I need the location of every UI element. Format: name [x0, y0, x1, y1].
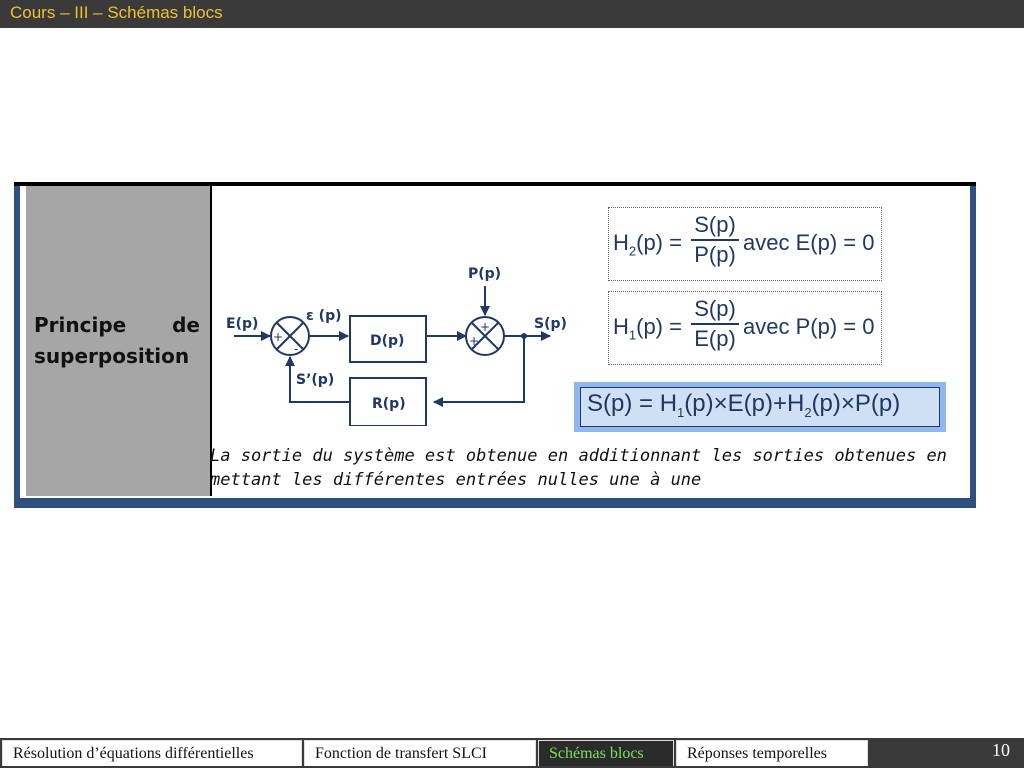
feedback-return-arrow — [285, 356, 350, 403]
explanation-text: La sortie du système est obtenue en addi… — [210, 446, 947, 490]
table-row: Principe de superposition — [20, 186, 970, 498]
equation-h2: H2(p) = S(p) P(p) avec E(p) = 0 — [608, 207, 882, 281]
content-table: Principe de superposition — [14, 182, 976, 508]
formula-text: S(p) = H1(p)×E(p)+H2(p)×P(p) — [587, 390, 901, 420]
page-number: 10 — [992, 740, 1010, 760]
h2-denominator: P(p) — [694, 242, 736, 267]
header-bar: Cours – III – Schémas blocs — [0, 0, 1024, 28]
disturbance-label: P(p) — [468, 266, 501, 282]
h1-condition: avec P(p) = 0 — [743, 314, 875, 339]
error-label: ε (p) — [306, 308, 342, 324]
row-header-cell: Principe de superposition — [26, 186, 212, 496]
summer-1-plus: + — [273, 330, 283, 344]
formula-box — [580, 387, 940, 427]
tab-resolution-equations[interactable]: Résolution d’équations différentielles — [2, 740, 302, 766]
feedback-block-box — [349, 377, 427, 426]
feedback-line — [433, 336, 525, 407]
superposition-formula: S(p) = H1(p)×E(p)+H2(p)×P(p) — [574, 382, 946, 432]
footer-nav: Résolution d’équations différentielles F… — [0, 738, 1024, 768]
tab-reponses-temporelles[interactable]: Réponses temporelles — [676, 740, 868, 766]
table-top-border — [14, 182, 976, 186]
h2-numerator: S(p) — [694, 212, 736, 237]
equation-h1: H1(p) = S(p) E(p) avec P(p) = 0 — [608, 291, 882, 365]
summer-2-plus-top: + — [480, 320, 490, 334]
h1-numerator: S(p) — [694, 296, 736, 321]
block-diagram: E(p) ε (p) P(p) S(p) S’(p) D(p) R(p) + -… — [226, 266, 567, 426]
tab-fonction-transfert[interactable]: Fonction de transfert SLCI — [304, 740, 536, 766]
feedback-block-label: R(p) — [372, 396, 406, 412]
feedback-signal-label: S’(p) — [296, 372, 334, 388]
input-label: E(p) — [226, 316, 258, 332]
forward-block-box — [349, 315, 427, 363]
section-title: Cours – III – Schémas blocs — [10, 3, 223, 22]
h2-condition: avec E(p) = 0 — [743, 230, 875, 255]
h1-denominator: E(p) — [694, 326, 736, 351]
summer-2-plus-left: + — [469, 334, 479, 348]
summer-1-minus: - — [294, 342, 298, 356]
row-label: Principe de superposition — [34, 313, 200, 368]
tab-schemas-blocs[interactable]: Schémas blocs — [538, 740, 674, 766]
output-label: S(p) — [534, 316, 567, 332]
forward-block-label: D(p) — [370, 333, 404, 349]
